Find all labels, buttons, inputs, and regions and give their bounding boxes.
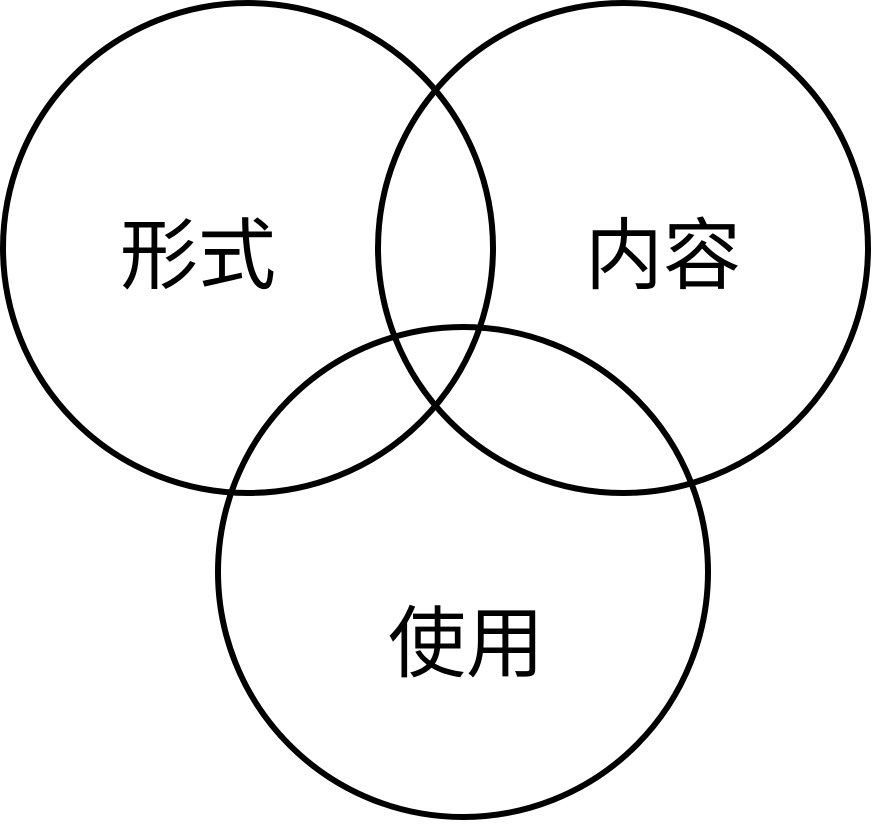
- label-form: 形式: [120, 212, 276, 302]
- circle-content: [375, 0, 871, 496]
- circle-form: [0, 0, 496, 496]
- label-use: 使用: [388, 600, 544, 690]
- circle-use: [215, 324, 711, 820]
- label-content: 内容: [585, 212, 741, 302]
